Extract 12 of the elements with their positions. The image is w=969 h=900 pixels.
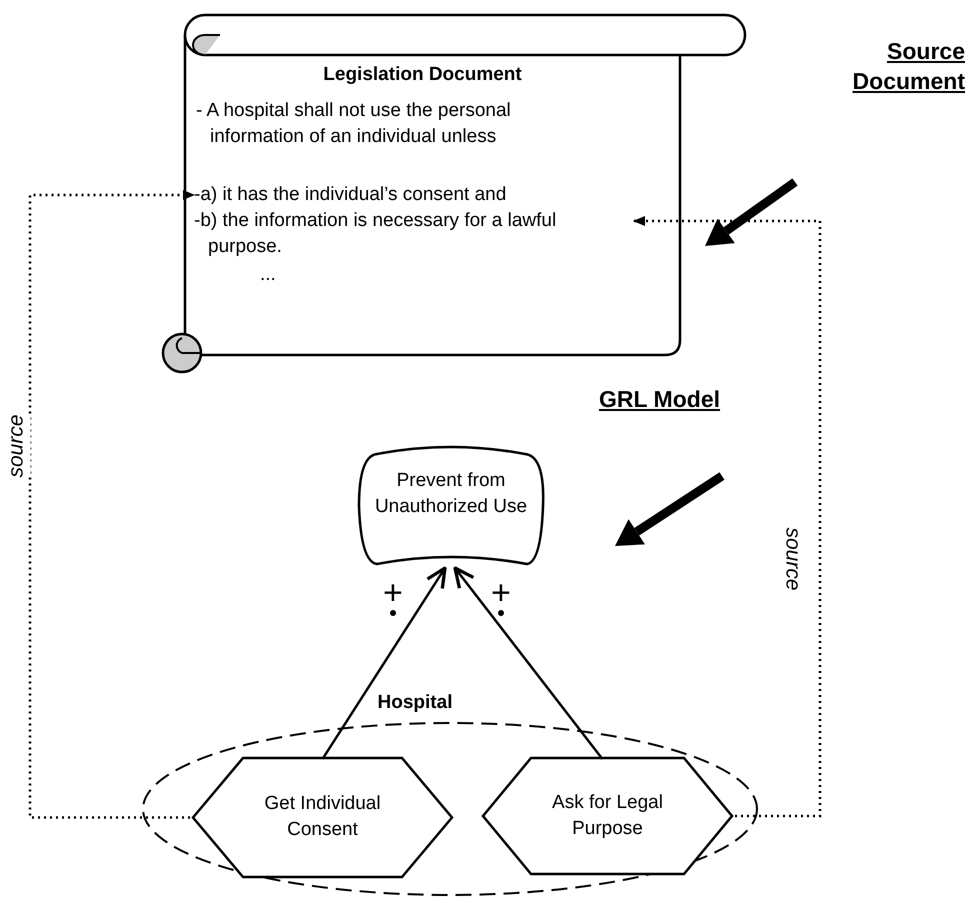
task-label: Ask for Legal Purpose xyxy=(551,791,664,841)
dotted-arrow xyxy=(633,216,822,818)
task-label: Get Individual Consent xyxy=(263,792,382,842)
contribution-label: + xyxy=(491,578,511,618)
actor-label: Hospital xyxy=(376,691,454,715)
arrow xyxy=(321,566,447,760)
contribution-label: + xyxy=(383,578,403,618)
heading-label: Source Document xyxy=(852,37,965,96)
heading-label: GRL Model xyxy=(598,385,720,414)
softgoal-label: Prevent from Unauthorized Use xyxy=(374,469,528,519)
dotted-arrow xyxy=(28,190,195,819)
arrow xyxy=(453,566,604,760)
